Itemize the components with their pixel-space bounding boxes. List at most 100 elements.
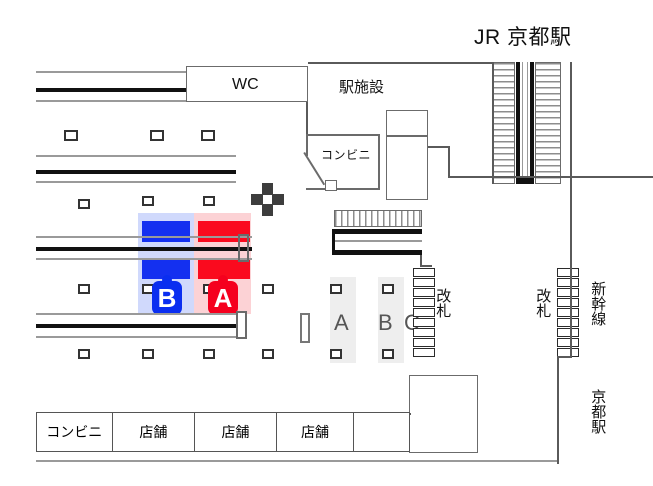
jr-track-rail-a bbox=[516, 62, 520, 184]
elevator-icon-bottom bbox=[262, 205, 273, 216]
bottom-outer-line bbox=[36, 460, 557, 462]
shop-label: 店舗 bbox=[301, 424, 329, 440]
elevator-icon-right bbox=[273, 194, 284, 205]
right-wall-bottom bbox=[557, 356, 559, 464]
gate-left-label: 改札 bbox=[434, 288, 452, 318]
pillar bbox=[203, 349, 215, 359]
track4-terminus bbox=[236, 311, 247, 339]
gate-unit bbox=[413, 268, 435, 277]
jr-area-left-edge bbox=[492, 62, 494, 184]
gate-unit bbox=[557, 268, 579, 277]
convenience-upper-label: コンビニ bbox=[321, 148, 372, 162]
connector-h2 bbox=[448, 176, 572, 178]
platform-letter-a: A bbox=[334, 310, 349, 335]
mid-track-rail-bottom bbox=[332, 250, 422, 255]
marker-b[interactable]: B bbox=[152, 275, 182, 315]
mid-track-right-connector bbox=[420, 265, 432, 267]
pillar bbox=[382, 284, 394, 294]
connector-h1 bbox=[428, 146, 450, 148]
shop-label: 店舗 bbox=[139, 424, 168, 440]
track4-rail bbox=[36, 324, 240, 328]
shop-cell-3[interactable]: 店舗 bbox=[277, 413, 355, 451]
pillar bbox=[262, 349, 274, 359]
car-block-b-bottom bbox=[142, 258, 190, 279]
pillar bbox=[78, 284, 90, 294]
wc-divider-vline bbox=[306, 102, 308, 135]
wc-label: WC bbox=[232, 76, 259, 93]
gate-left-chain[interactable] bbox=[413, 268, 435, 358]
building-block-top bbox=[386, 110, 428, 136]
connector-v1 bbox=[448, 146, 450, 178]
shop-cell-1[interactable]: 店舗 bbox=[113, 413, 196, 451]
gate-unit bbox=[413, 338, 435, 347]
track3-edge-top bbox=[36, 236, 252, 238]
convenience-entrance bbox=[325, 180, 337, 191]
mid-track-rail-top bbox=[332, 229, 422, 234]
gate-unit bbox=[557, 318, 579, 327]
platform-letter-b: B bbox=[378, 310, 393, 335]
jr-stairs-left bbox=[492, 62, 515, 184]
gate-right-label: 改札 bbox=[534, 288, 552, 318]
jr-track-gap bbox=[522, 62, 528, 184]
shinkansen-label: 新幹線 bbox=[589, 281, 607, 326]
kyoto-station-label: 京都駅 bbox=[589, 389, 607, 434]
shop-cell-2[interactable]: 店舗 bbox=[195, 413, 277, 451]
track4-edge-bottom bbox=[36, 336, 246, 338]
building-block-bottom bbox=[386, 136, 428, 200]
bottom-shop-strip: コンビニ 店舗 店舗 店舗 bbox=[36, 412, 410, 452]
track3-terminus bbox=[238, 234, 249, 262]
kiosk-rect bbox=[300, 313, 310, 343]
bottom-center-building bbox=[409, 375, 478, 453]
mid-track-down-connector bbox=[420, 255, 422, 267]
track1-edge-bottom bbox=[36, 100, 188, 102]
pillar bbox=[330, 349, 342, 359]
track2-rail bbox=[36, 170, 236, 174]
gate-unit bbox=[557, 278, 579, 287]
gate-unit bbox=[557, 338, 579, 347]
gate-unit bbox=[413, 318, 435, 327]
shop-label: 店舗 bbox=[221, 424, 250, 440]
gate-unit bbox=[413, 278, 435, 287]
mid-track-left-cap bbox=[332, 229, 335, 255]
mid-stairs bbox=[334, 210, 422, 227]
pillar bbox=[64, 130, 78, 141]
track2-edge-top bbox=[36, 155, 236, 157]
gate-unit bbox=[413, 288, 435, 297]
map-title: JR 京都駅 bbox=[474, 26, 572, 49]
pillar bbox=[330, 284, 342, 294]
shop-label: コンビニ bbox=[46, 424, 103, 440]
pillar bbox=[142, 349, 154, 359]
right-wall-jog bbox=[557, 356, 572, 358]
elevator-icon-top bbox=[262, 183, 273, 194]
right-wall-upper bbox=[570, 62, 572, 176]
elevator-icon-left bbox=[251, 194, 262, 205]
track3-rail bbox=[36, 247, 252, 251]
pillar bbox=[262, 284, 274, 294]
car-block-b-top bbox=[142, 221, 190, 242]
gate-unit bbox=[557, 328, 579, 337]
shop-cell-4[interactable] bbox=[354, 413, 409, 451]
track3-edge-bottom bbox=[36, 258, 252, 260]
pillar bbox=[150, 130, 164, 141]
gate-unit bbox=[557, 308, 579, 317]
track2-edge-bottom bbox=[36, 181, 236, 183]
pillar bbox=[203, 196, 215, 206]
jr-track-rail-b bbox=[530, 62, 534, 184]
gate-right-chain[interactable] bbox=[557, 268, 579, 358]
gate-unit bbox=[413, 328, 435, 337]
right-wall-step bbox=[570, 176, 653, 178]
pillar bbox=[382, 349, 394, 359]
pillar bbox=[78, 199, 90, 209]
shop-cell-0[interactable]: コンビニ bbox=[37, 413, 113, 451]
top-boundary-line bbox=[308, 62, 494, 64]
car-block-a-bottom bbox=[198, 258, 250, 279]
right-wall-lower bbox=[570, 176, 572, 358]
pillar bbox=[142, 196, 154, 206]
marker-a-pin bbox=[218, 275, 228, 285]
marker-b-pin bbox=[162, 275, 172, 285]
pillar bbox=[78, 349, 90, 359]
marker-a[interactable]: A bbox=[208, 275, 238, 315]
station-facility-label: 駅施設 bbox=[339, 79, 385, 96]
gate-unit bbox=[413, 348, 435, 357]
